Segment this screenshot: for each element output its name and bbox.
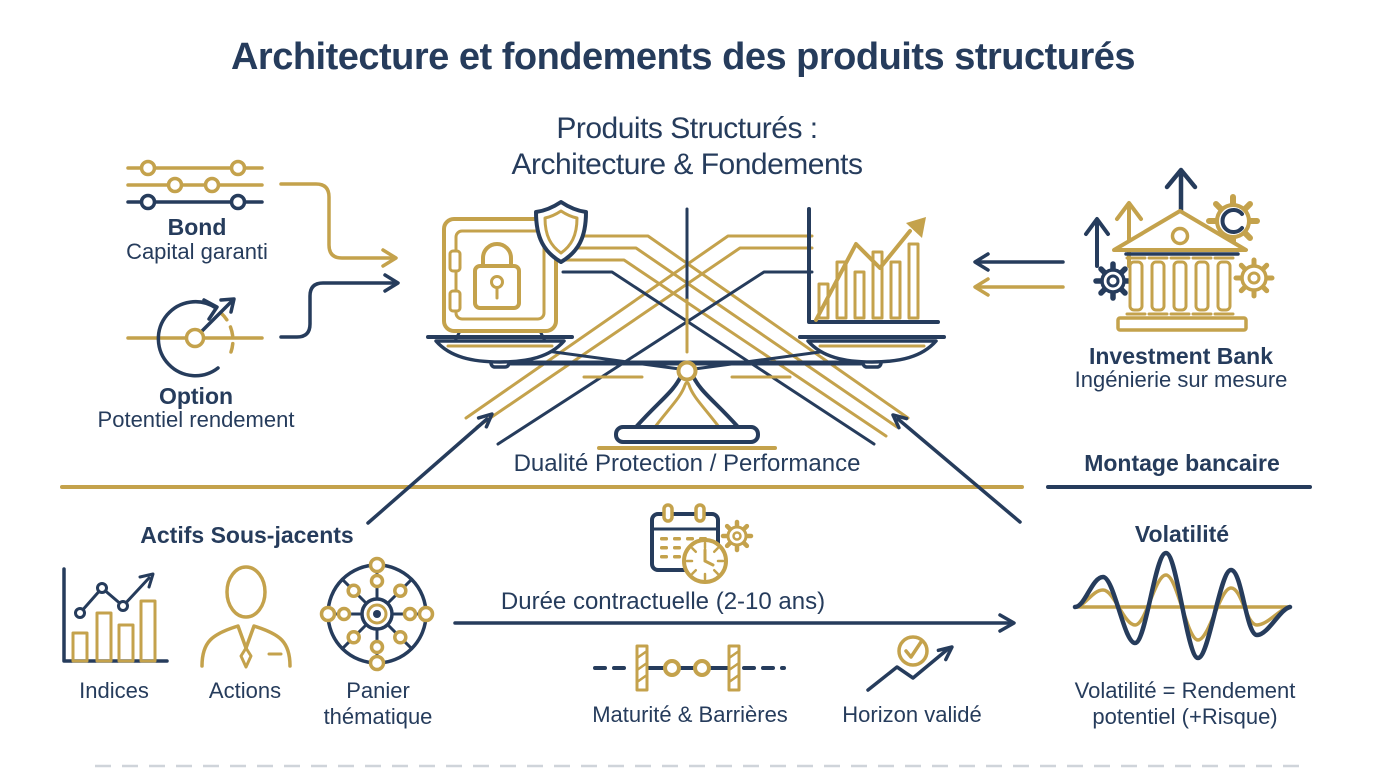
gear-small — [720, 519, 754, 553]
bond-subtitle: Capital garanti — [126, 239, 268, 264]
network-icon — [319, 556, 435, 672]
gear-gold-right — [1233, 257, 1275, 299]
bond-title: Bond — [167, 214, 227, 240]
left-pan — [426, 335, 574, 369]
crossing-lines — [464, 234, 910, 446]
duration-arrow — [453, 613, 1016, 633]
growth-chart-icon — [807, 207, 940, 324]
volatility-title: Volatilité — [1134, 521, 1230, 547]
cycle-arrow-icon — [126, 297, 264, 378]
subtitle-line-1: Produits Structurés : — [556, 112, 818, 145]
person-icon — [200, 565, 292, 669]
wave-icon — [1072, 550, 1293, 661]
barriers-timeline-icon — [593, 644, 786, 692]
horizon-label: Horizon validé — [842, 702, 982, 727]
actions-label: Actions — [208, 678, 282, 703]
bank-building — [1112, 209, 1248, 332]
right-pan — [798, 335, 946, 369]
calendar-clock-gear-icon — [650, 503, 754, 584]
volatility-to-scale-arrow — [891, 413, 1022, 524]
index-chart-icon — [62, 567, 169, 663]
bank-to-scale-arrows — [973, 252, 1065, 297]
option-subtitle: Potentiel rendement — [97, 407, 295, 432]
shield-icon — [534, 200, 588, 264]
bank-title: Investment Bank — [1088, 343, 1274, 369]
underlyings-to-scale-arrow — [366, 412, 494, 525]
gear-gold-top — [1206, 194, 1260, 248]
montage-section-label: Montage bancaire — [1084, 450, 1280, 476]
duality-caption: Dualité Protection / Performance — [513, 450, 861, 477]
maturity-label: Maturité & Barrières — [592, 702, 788, 727]
balance-scale-icon — [426, 200, 946, 450]
bank-subtitle: Ingénierie sur mesure — [1074, 367, 1288, 392]
panier-label-line-1: Panier — [346, 678, 410, 703]
sliders-icon — [126, 159, 264, 211]
option-title: Option — [158, 383, 234, 409]
clock — [682, 538, 728, 584]
volatility-formula-line-1: Volatilité = Rendement — [1074, 678, 1296, 703]
duration-label: Durée contractuelle (2-10 ans) — [500, 588, 826, 615]
bank-gears-icon — [973, 167, 1275, 332]
subtitle-line-2: Architecture & Fondements — [511, 148, 863, 181]
indices-label: Indices — [79, 678, 149, 703]
check-trend-icon — [866, 635, 954, 692]
pedestal — [582, 360, 792, 450]
bond-connector-arrow — [279, 182, 398, 268]
underlyings-title: Actifs Sous-jacents — [140, 522, 354, 548]
page-title: Architecture et fondements des produits … — [230, 36, 1136, 78]
gear-navy — [1093, 261, 1133, 301]
panier-label-line-2: thématique — [323, 704, 433, 729]
volatility-formula-line-2: potentiel (+Risque) — [1092, 704, 1278, 729]
option-connector-arrow — [279, 273, 400, 339]
vault-icon — [442, 217, 558, 343]
